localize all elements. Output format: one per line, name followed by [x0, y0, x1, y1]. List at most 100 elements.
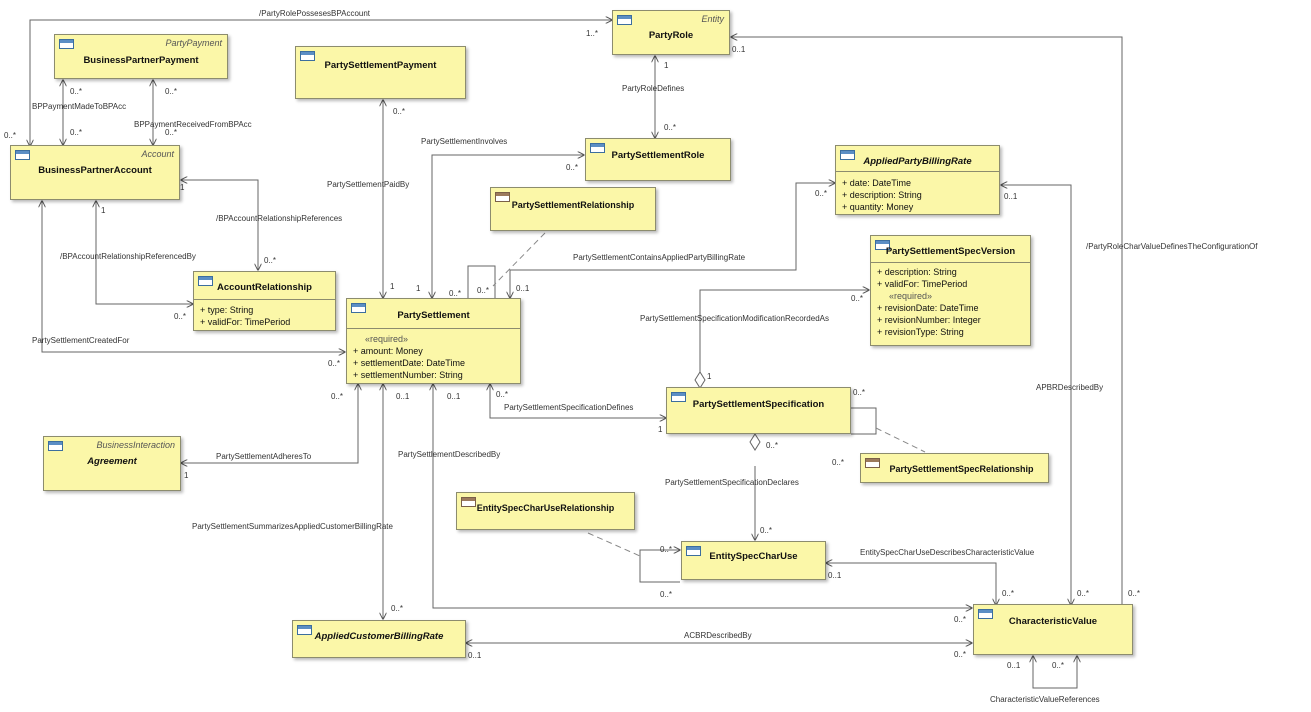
assoc-party-role-possesses-bp-account [30, 20, 612, 146]
multiplicity: 0..* [1002, 589, 1015, 598]
multiplicity: 0..* [766, 441, 779, 450]
class-entity-spec-char-use-relationship[interactable]: EntitySpecCharUseRelationship [456, 492, 635, 530]
class-business-partner-payment[interactable]: PartyPayment BusinessPartnerPayment [54, 34, 228, 79]
label-party-settlement-described-by: PartySettlementDescribedBy [398, 450, 501, 459]
label-ps-contains-apbr: PartySettlementContainsAppliedPartyBilli… [573, 253, 746, 262]
class-name: PartySettlement [397, 310, 470, 321]
class-account-relationship[interactable]: AccountRelationship + type: String + val… [193, 271, 336, 331]
multiplicity: 0..* [174, 312, 187, 321]
multiplicity: 0..1 [828, 571, 842, 580]
assoc-ps-contains-apbr [510, 183, 835, 298]
class-party-settlement-spec-relationship[interactable]: PartySettlementSpecRelationship [860, 453, 1049, 483]
assoc-party-settlement-involves [432, 155, 584, 298]
attribute: + description: String [877, 267, 957, 277]
label-party-settlement-created-for: PartySettlementCreatedFor [32, 336, 130, 345]
label-spec-modification-recorded-as: PartySettlementSpecificationModification… [640, 314, 829, 323]
class-applied-party-billing-rate[interactable]: AppliedPartyBillingRate + date: DateTime… [835, 145, 1000, 215]
assoc-party-settlement-created-for [42, 201, 345, 352]
class-icon [15, 150, 30, 160]
multiplicity: 0..* [449, 289, 462, 298]
multiplicity: 0..* [815, 189, 828, 198]
assoc-spec-modification-recorded-as [699, 290, 869, 372]
class-business-partner-account[interactable]: Account BusinessPartnerAccount [10, 145, 180, 200]
multiplicity: 0..* [1052, 661, 1065, 670]
attribute-separator [347, 328, 520, 329]
multiplicity: 0..1 [1004, 192, 1018, 201]
class-name: PartySettlementRole [611, 150, 705, 161]
attribute: + date: DateTime [842, 178, 911, 188]
class-icon [671, 392, 686, 402]
multiplicity: 0..* [496, 390, 509, 399]
label-apbr-described-by: APBRDescribedBy [1036, 383, 1104, 392]
class-icon [461, 497, 476, 507]
class-party-settlement-role[interactable]: PartySettlementRole [585, 138, 731, 181]
attribute-separator [836, 171, 999, 172]
assoc-escu-describes-cv [826, 563, 996, 605]
label-party-settlement-adheres-to: PartySettlementAdheresTo [216, 452, 312, 461]
aggregation-diamond-spec-version [694, 371, 706, 389]
class-characteristic-value[interactable]: CharacteristicValue [973, 604, 1133, 655]
multiplicity: 1 [658, 425, 663, 434]
label-bp-payment-received-from-bpacc: BPPaymentReceivedFromBPAcc [134, 120, 252, 129]
class-entity-spec-char-use[interactable]: EntitySpecCharUse [681, 541, 826, 580]
dep-party-settlement-relationship [492, 232, 546, 287]
multiplicity: 0..1 [732, 45, 746, 54]
class-name: BusinessPartnerAccount [38, 165, 152, 176]
multiplicity: 0..* [165, 87, 178, 96]
multiplicity: 0..* [70, 128, 83, 137]
multiplicity: 0..1 [1007, 661, 1021, 670]
stereotype: Account [141, 149, 174, 159]
class-icon [875, 240, 890, 250]
assoc-party-settlement-described-by [433, 384, 972, 608]
label-spec-defines: PartySettlementSpecificationDefines [504, 403, 634, 412]
assoc-apbr-described-by [1001, 185, 1071, 605]
label-party-settlement-paid-by: PartySettlementPaidBy [327, 180, 410, 189]
multiplicity: 1..* [586, 29, 599, 38]
multiplicity: 1 [416, 284, 421, 293]
class-party-settlement-relationship[interactable]: PartySettlementRelationship [490, 187, 656, 231]
multiplicity: 1 [101, 206, 106, 215]
label-party-settlement-involves: PartySettlementInvolves [421, 137, 508, 146]
multiplicity: 0..* [1128, 589, 1141, 598]
label-spec-declares: PartySettlementSpecificationDeclares [665, 478, 799, 487]
class-name: PartySettlementRelationship [511, 200, 635, 210]
label-party-role-defines: PartyRoleDefines [622, 84, 685, 93]
stereotype: Entity [701, 14, 724, 24]
attribute-list: + description: String + validFor: TimePe… [877, 266, 981, 338]
attribute: + quantity: Money [842, 202, 914, 212]
class-icon [198, 276, 213, 286]
class-party-settlement-spec-version[interactable]: PartySettlementSpecVersion + description… [870, 235, 1031, 346]
aggregation-diamond-spec-declares [749, 433, 761, 451]
multiplicity: 0..* [1077, 589, 1090, 598]
class-name: EntitySpecCharUse [709, 551, 798, 562]
class-icon [495, 192, 510, 202]
class-name: AccountRelationship [216, 282, 312, 293]
multiplicity: 0..* [477, 286, 490, 295]
multiplicity: 0..* [832, 458, 845, 467]
class-party-role[interactable]: Entity PartyRole [612, 10, 730, 55]
attribute: + revisionType: String [877, 327, 964, 337]
multiplicity: 0..* [851, 294, 864, 303]
class-icon [590, 143, 605, 153]
class-applied-customer-billing-rate[interactable]: AppliedCustomerBillingRate [292, 620, 466, 658]
class-icon [840, 150, 855, 160]
class-agreement[interactable]: BusinessInteraction Agreement [43, 436, 181, 491]
multiplicity: 0..* [664, 123, 677, 132]
multiplicity: 0..* [954, 615, 967, 624]
multiplicity: 0..* [4, 131, 17, 140]
class-icon [865, 458, 880, 468]
label-summarizes-acbr: PartySettlementSummarizesAppliedCustomer… [192, 522, 393, 531]
multiplicity: 0..* [264, 256, 277, 265]
class-party-settlement-specification[interactable]: PartySettlementSpecification [666, 387, 851, 434]
class-icon [59, 39, 74, 49]
class-name: PartyRole [648, 30, 694, 41]
class-icon [297, 625, 312, 635]
attribute: + settlementDate: DateTime [353, 358, 465, 368]
attribute-separator [871, 262, 1030, 263]
attribute: + amount: Money [353, 346, 423, 356]
class-party-settlement[interactable]: PartySettlement «required» + amount: Mon… [346, 298, 521, 384]
class-icon [48, 441, 63, 451]
multiplicity: 0..* [165, 128, 178, 137]
class-party-settlement-payment[interactable]: PartySettlementPayment [295, 46, 466, 99]
